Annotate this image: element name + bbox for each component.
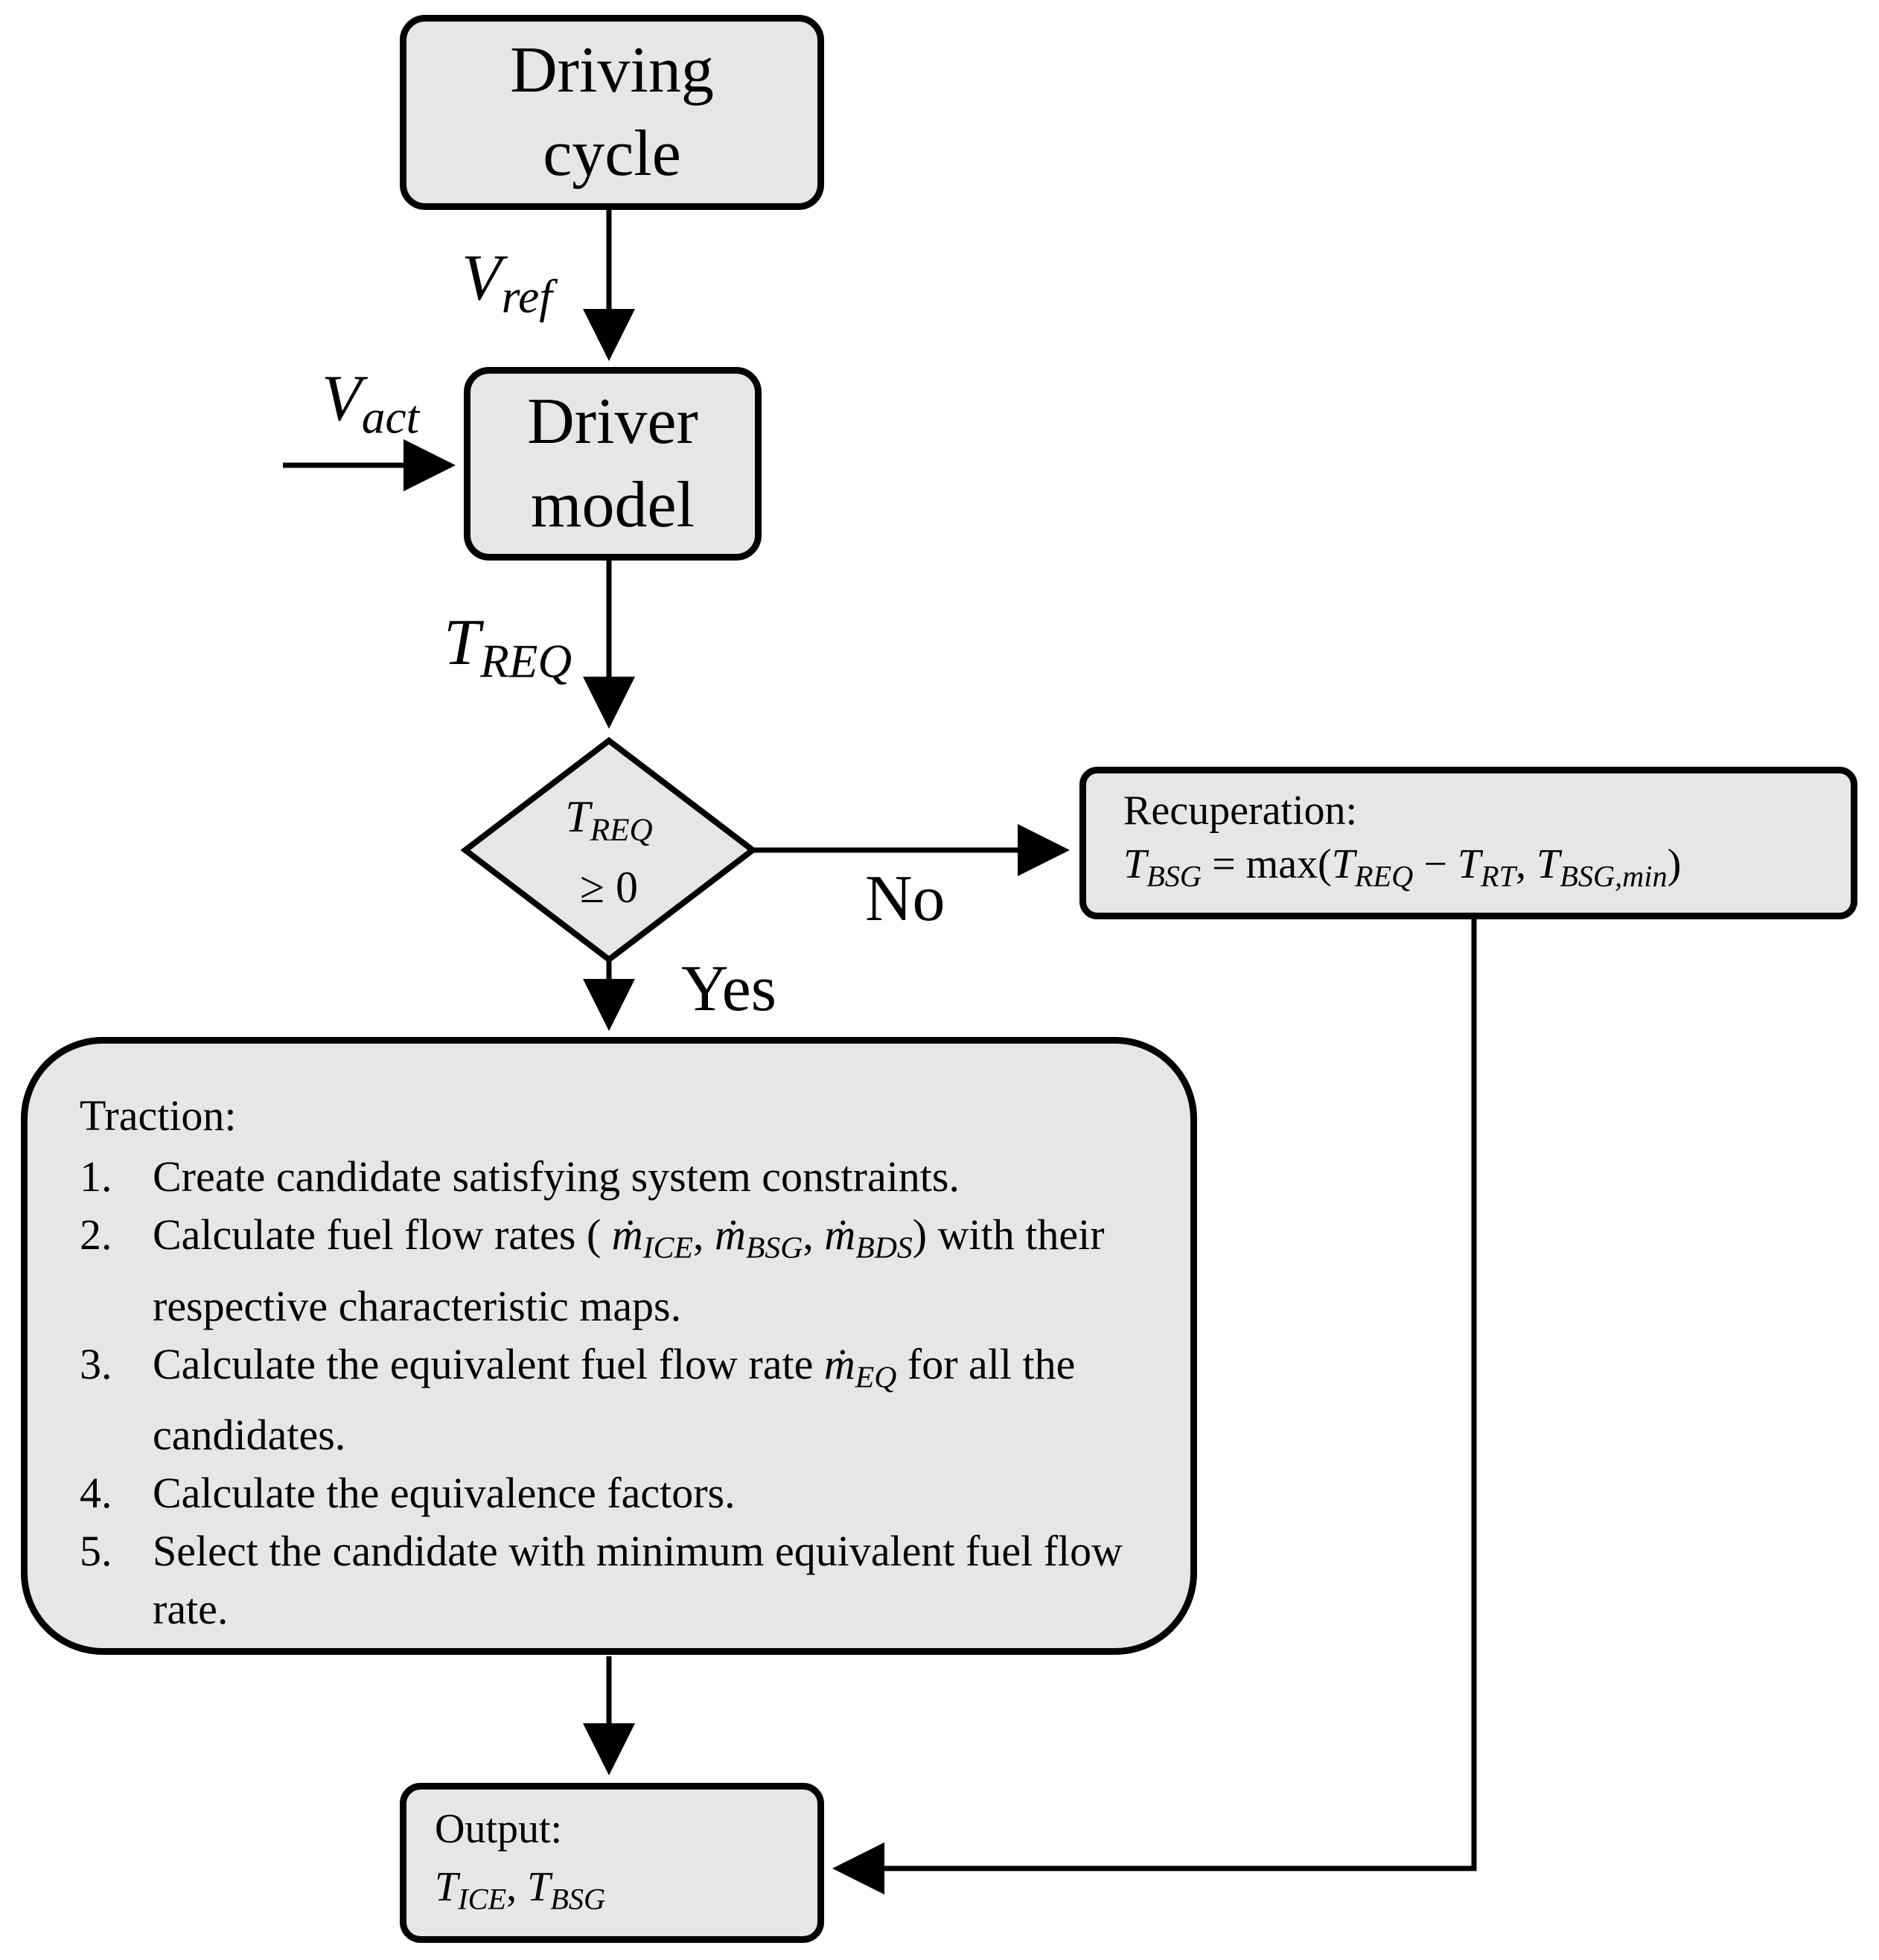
- driver-model-line2: model: [531, 469, 695, 541]
- traction-steps: 1. Create candidate satisfying system co…: [80, 1148, 1146, 1638]
- driver-model-box: Driver model: [464, 367, 762, 561]
- traction-title: Traction:: [80, 1091, 237, 1140]
- traction-box: Traction: 1. Create candidate satisfying…: [21, 1037, 1197, 1655]
- driver-model-line1: Driver: [527, 386, 698, 458]
- decision-condition: TREQ ≥ 0: [565, 792, 653, 913]
- traction-step: 3. Calculate the equivalent fuel flow ra…: [80, 1339, 1076, 1460]
- v-act-label: Vact: [322, 363, 420, 444]
- traction-step: 1. Create candidate satisfying system co…: [80, 1152, 960, 1201]
- recuperation-formula: TBSG = max(TREQ − TRT, TBSG,min): [1123, 841, 1682, 893]
- v-ref-label: Vref: [462, 242, 552, 323]
- output-box: Output: TICE, TBSG: [400, 1783, 824, 1943]
- recuperation-box: Recuperation: TBSG = max(TREQ − TRT, TBS…: [1079, 767, 1857, 919]
- traction-step: 4. Calculate the equivalence factors.: [80, 1469, 736, 1518]
- no-label: No: [865, 863, 945, 935]
- output-values: TICE, TBSG: [435, 1864, 606, 1916]
- driving-cycle-line2: cycle: [543, 118, 681, 190]
- traction-step: 2. Calculate fuel flow rates ( ṁICE, ṁBS…: [80, 1210, 1105, 1330]
- t-req-label: TREQ: [444, 607, 572, 688]
- yes-label: Yes: [681, 953, 777, 1025]
- arrow-recuperation-to-output: [832, 916, 1477, 1894]
- traction-step: 5. Select the candidate with minimum equ…: [80, 1527, 1123, 1634]
- recuperation-title: Recuperation:: [1123, 788, 1358, 834]
- driving-cycle-line1: Driving: [510, 34, 714, 106]
- output-title: Output:: [435, 1806, 563, 1852]
- driving-cycle-box: Driving cycle: [400, 15, 824, 210]
